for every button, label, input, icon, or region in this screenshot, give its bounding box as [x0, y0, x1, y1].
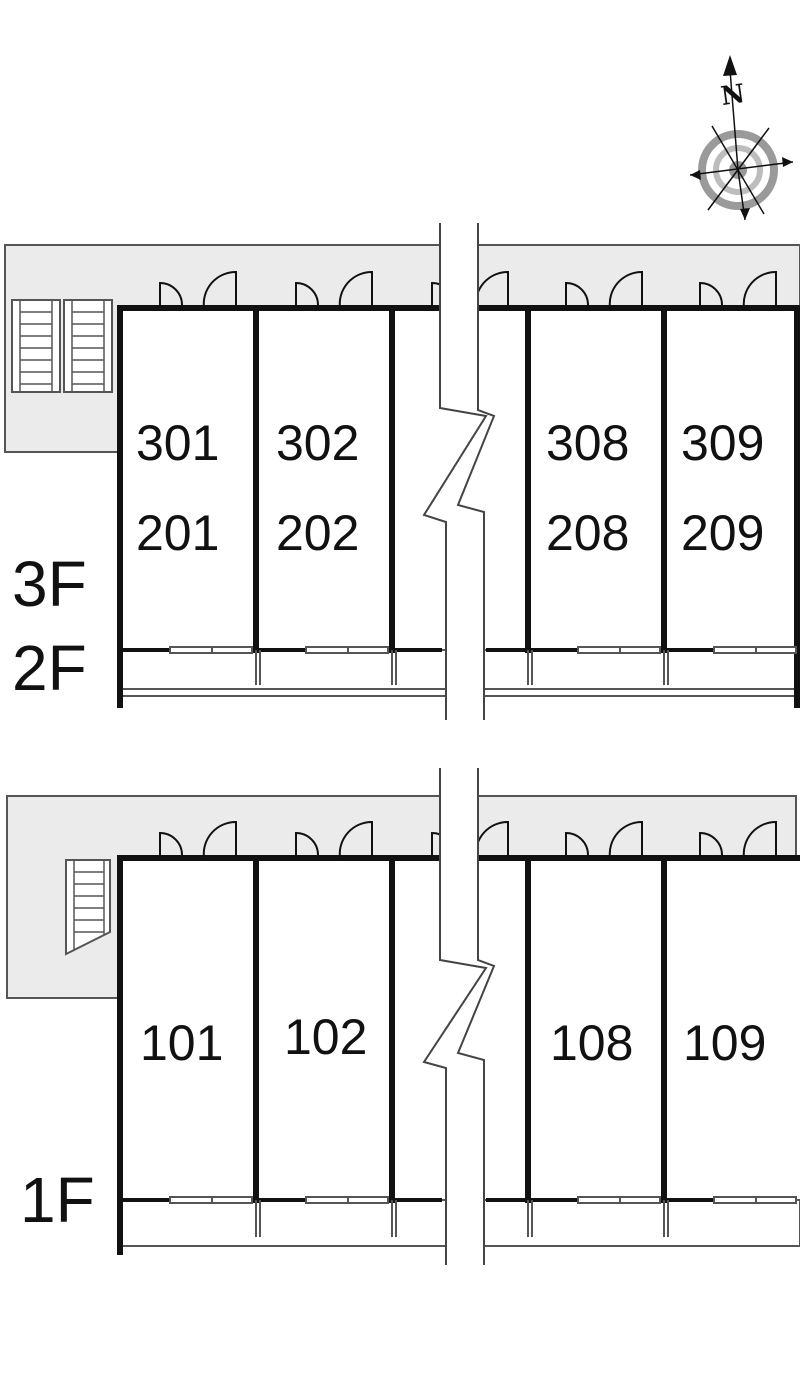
room-302-label: 302 [276, 415, 359, 471]
room-201-label: 201 [136, 505, 219, 561]
room-308-label: 308 [546, 415, 629, 471]
stairs-icon [65, 859, 111, 956]
compass-rose-icon: N [689, 55, 794, 221]
room-102-label: 102 [284, 1009, 367, 1065]
break-gap [424, 768, 494, 1265]
room-209-label: 209 [681, 505, 764, 561]
compass-north-label: N [719, 79, 747, 112]
floor-label-3f: 3F [12, 548, 87, 620]
stairs-icon [11, 299, 113, 393]
room-101-label: 101 [140, 1015, 223, 1071]
room-309-label: 309 [681, 415, 764, 471]
upper-floor-block: 301 201 302 202 308 208 309 209 3F 2F [4, 223, 800, 720]
room-109-label: 109 [683, 1015, 766, 1071]
room-108-label: 108 [550, 1015, 633, 1071]
break-gap [424, 223, 494, 720]
floor-label-2f: 2F [12, 632, 87, 704]
room-208-label: 208 [546, 505, 629, 561]
lower-floor-block: 101 102 108 109 1F [6, 768, 800, 1265]
floor-label-1f: 1F [20, 1164, 95, 1236]
room-301-label: 301 [136, 415, 219, 471]
room-202-label: 202 [276, 505, 359, 561]
